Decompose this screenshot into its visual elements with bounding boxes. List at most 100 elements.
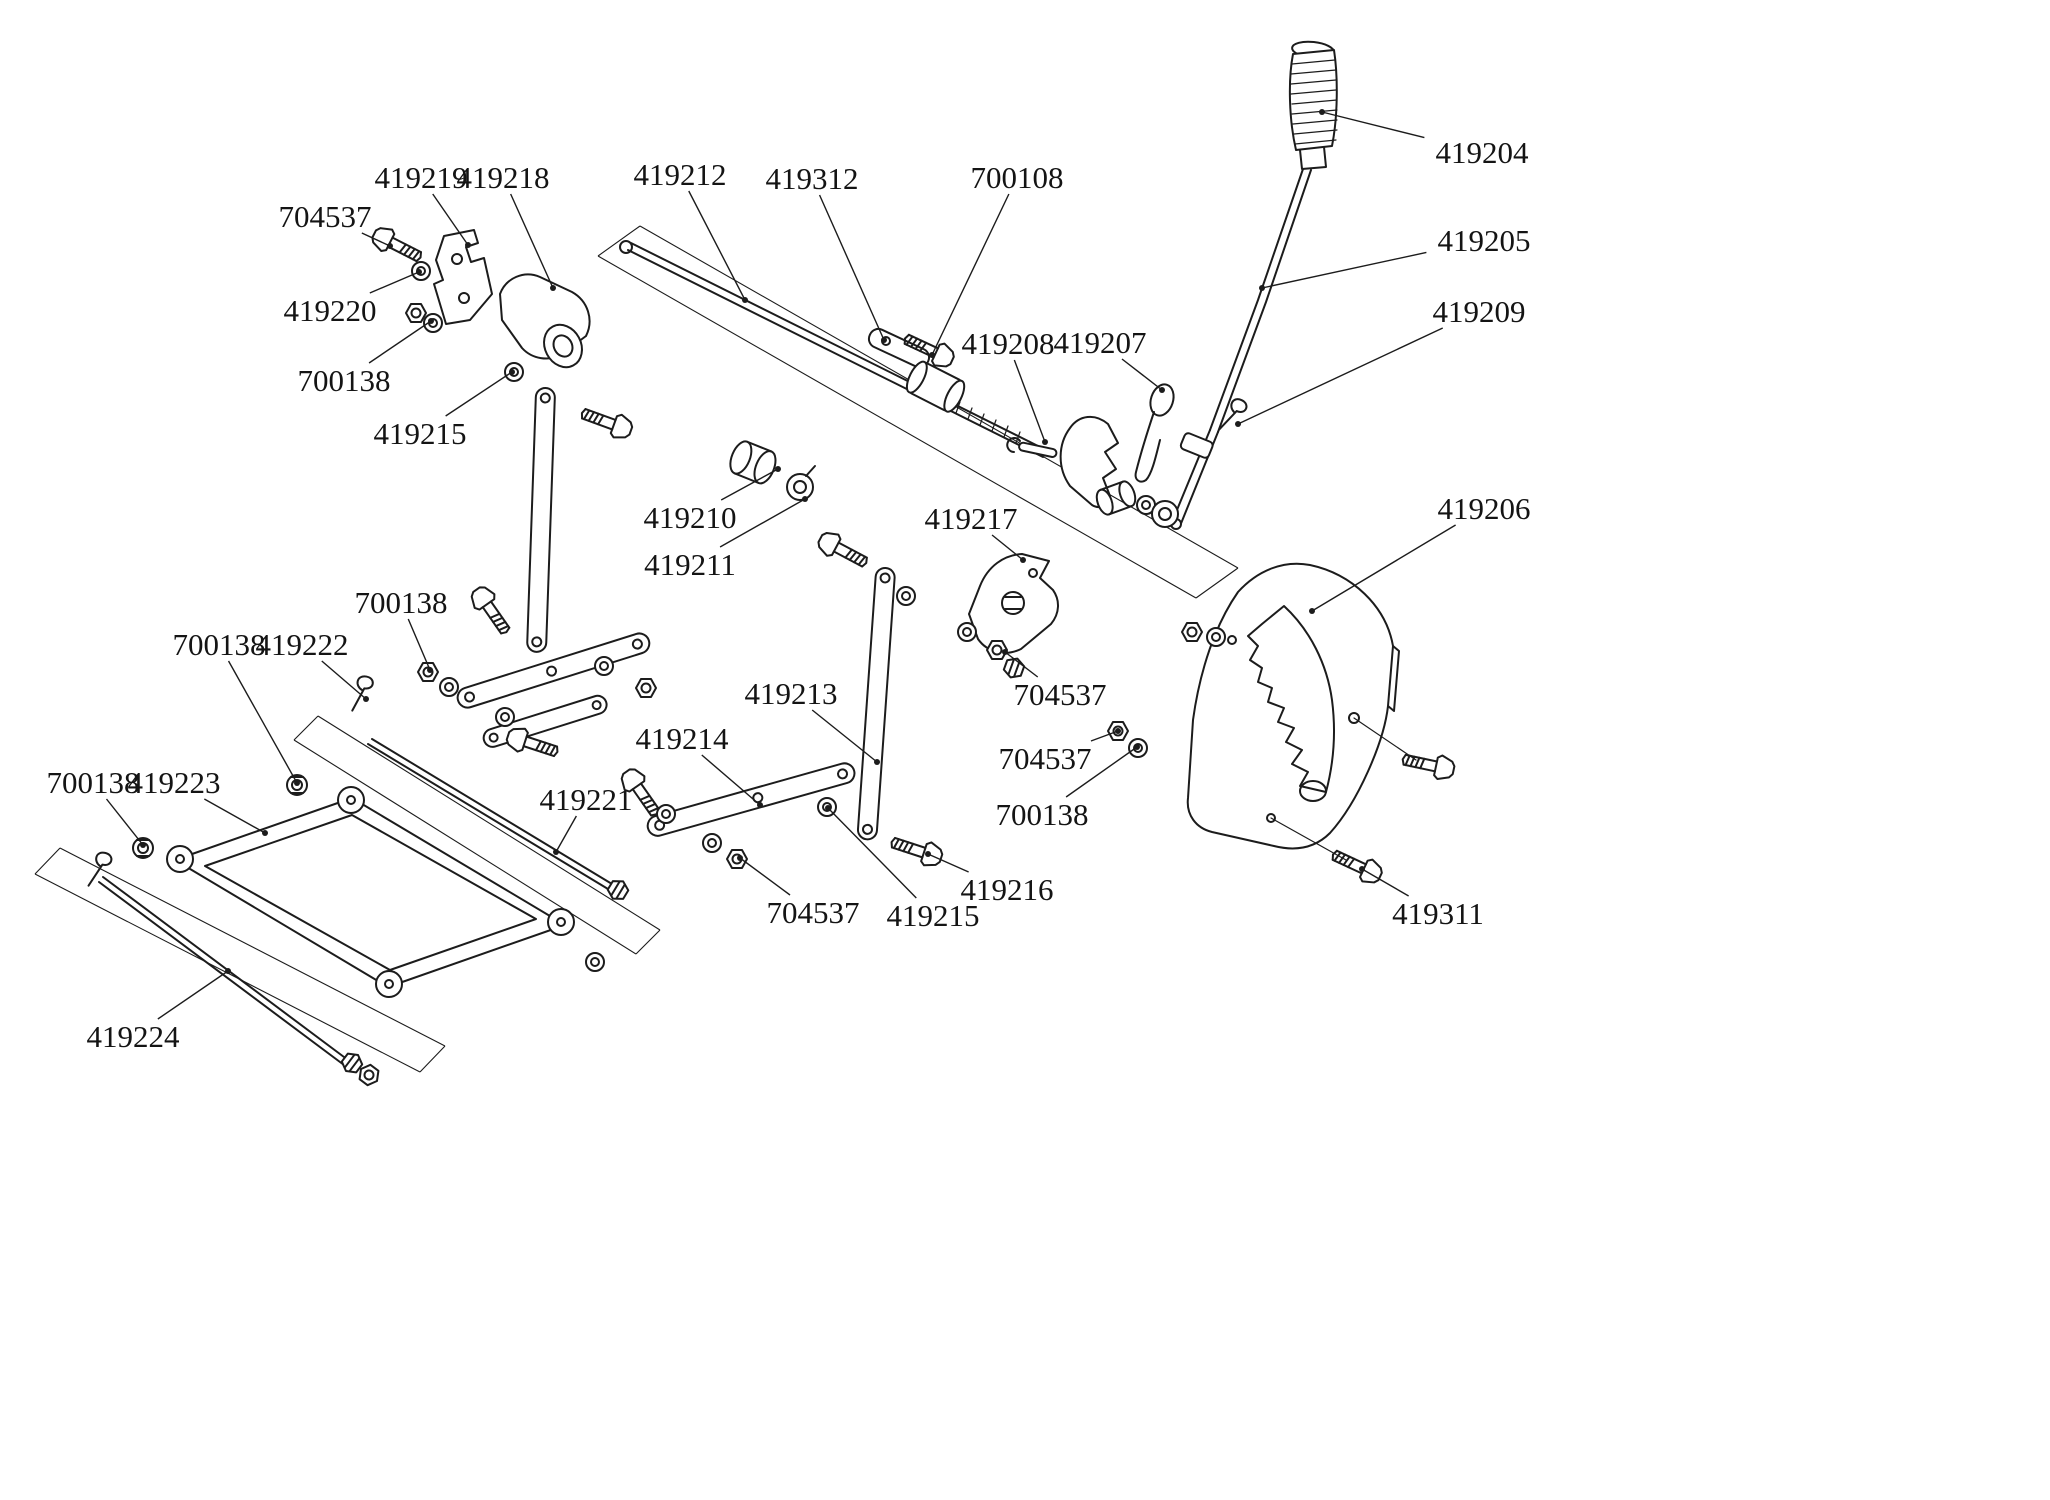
part-label-700138: 700138 bbox=[298, 363, 391, 398]
washer-right-strap bbox=[896, 586, 916, 606]
leader-line bbox=[1013, 359, 1046, 443]
bolt-704537-upper bbox=[367, 222, 427, 270]
nut-sector-upper bbox=[1181, 622, 1203, 642]
part-label-700138: 700138 bbox=[173, 627, 266, 662]
leader-line bbox=[931, 193, 1010, 356]
bolt-sector-side bbox=[1399, 746, 1458, 783]
leader-line bbox=[1361, 868, 1409, 897]
lock-collar-419211 bbox=[786, 465, 816, 501]
nut-704537-lower bbox=[726, 849, 748, 869]
leader-line bbox=[105, 798, 144, 846]
handle-grip bbox=[1288, 40, 1338, 170]
part-label-419218: 419218 bbox=[457, 160, 550, 195]
leader-line bbox=[927, 853, 969, 873]
leader-dot bbox=[925, 851, 931, 857]
part-label-419215: 419215 bbox=[374, 416, 467, 451]
upper-bracket-419219 bbox=[433, 229, 493, 325]
leader-dot bbox=[1359, 866, 1365, 872]
leader-line bbox=[688, 190, 746, 301]
lift-rod-419221 bbox=[367, 738, 613, 890]
leader-line bbox=[321, 660, 367, 700]
sector-plate bbox=[1186, 562, 1417, 861]
part-label-700138: 700138 bbox=[996, 797, 1089, 832]
washer-middle-3 bbox=[594, 656, 614, 676]
leader-dot bbox=[1319, 109, 1325, 115]
part-label-704537: 704537 bbox=[767, 895, 860, 930]
leader-dot bbox=[802, 496, 808, 502]
part-label-419217: 419217 bbox=[925, 501, 1018, 536]
leader-line bbox=[510, 193, 554, 289]
leader-line bbox=[720, 468, 779, 501]
leader-line bbox=[368, 320, 432, 364]
leader-dot bbox=[550, 285, 556, 291]
lever-shaft bbox=[1170, 168, 1312, 530]
part-label-419208: 419208 bbox=[962, 326, 1055, 361]
bushing-419210 bbox=[729, 440, 777, 485]
leader-dot bbox=[775, 466, 781, 472]
leader-line bbox=[369, 271, 420, 294]
leader-dot bbox=[825, 805, 831, 811]
middle-strap-a bbox=[456, 632, 651, 709]
control-rod bbox=[619, 240, 1047, 458]
nut-700138-upper bbox=[405, 303, 427, 323]
leader-dot bbox=[874, 759, 880, 765]
shift-hook-419207 bbox=[1134, 383, 1175, 483]
leader-dot bbox=[737, 855, 743, 861]
part-label-419204: 419204 bbox=[1436, 135, 1530, 170]
leader-line bbox=[1004, 651, 1039, 678]
leader-line bbox=[827, 807, 917, 899]
bolt-419311 bbox=[1326, 842, 1387, 889]
leader-dot bbox=[1159, 387, 1165, 393]
part-label-419224: 419224 bbox=[87, 1019, 181, 1054]
leader-dot bbox=[757, 802, 763, 808]
leader-dot bbox=[1002, 649, 1008, 655]
leader-line bbox=[157, 970, 229, 1020]
part-label-419212: 419212 bbox=[634, 157, 727, 192]
leader-line bbox=[361, 232, 391, 247]
leader-line bbox=[719, 498, 806, 548]
leader-dot bbox=[1115, 728, 1121, 734]
platform-frame-419223 bbox=[166, 786, 575, 998]
leader-line bbox=[1090, 730, 1119, 742]
part-label-700138: 700138 bbox=[355, 585, 448, 620]
leader-line bbox=[991, 534, 1024, 561]
leader-dot bbox=[553, 849, 559, 855]
right-link-strap-419213 bbox=[856, 566, 896, 841]
leader-dot bbox=[929, 352, 935, 358]
bolt-middle-upper bbox=[465, 581, 518, 641]
leader-dot bbox=[1235, 421, 1241, 427]
washer-pivot-lg bbox=[1151, 500, 1179, 528]
leader-dot bbox=[428, 318, 434, 324]
leader-dot bbox=[262, 830, 268, 836]
leader-line bbox=[739, 857, 791, 896]
part-label-419205: 419205 bbox=[1438, 223, 1531, 258]
clutch-rod-pin-419208 bbox=[1006, 437, 1058, 458]
washer-middle bbox=[439, 677, 459, 697]
part-labels: 4192194192187045374192207001384192154192… bbox=[47, 109, 1531, 1054]
lift-rod-419224 bbox=[98, 876, 349, 1066]
hairpin-419222 bbox=[351, 674, 375, 715]
rod-sleeve bbox=[905, 360, 966, 413]
leader-line bbox=[1321, 111, 1425, 139]
pivot-bracket bbox=[1059, 416, 1137, 516]
part-label-419206: 419206 bbox=[1438, 491, 1531, 526]
part-label-419221: 419221 bbox=[540, 782, 633, 817]
nut-middle bbox=[635, 678, 657, 698]
leader-dot bbox=[1259, 285, 1265, 291]
leader-dot bbox=[465, 242, 471, 248]
leader-line bbox=[1261, 251, 1427, 289]
leader-line bbox=[203, 798, 266, 834]
leader-dot bbox=[1042, 439, 1048, 445]
part-label-419211: 419211 bbox=[644, 547, 736, 582]
leader-line bbox=[1121, 358, 1163, 391]
leader-line bbox=[818, 194, 885, 341]
part-label-419311: 419311 bbox=[1392, 896, 1484, 931]
leader-line bbox=[1311, 524, 1456, 612]
part-label-419216: 419216 bbox=[961, 872, 1054, 907]
part-label-419223: 419223 bbox=[128, 765, 221, 800]
leader-line bbox=[407, 618, 431, 671]
leader-dot bbox=[294, 780, 300, 786]
pivot-casting-419218 bbox=[499, 273, 591, 369]
